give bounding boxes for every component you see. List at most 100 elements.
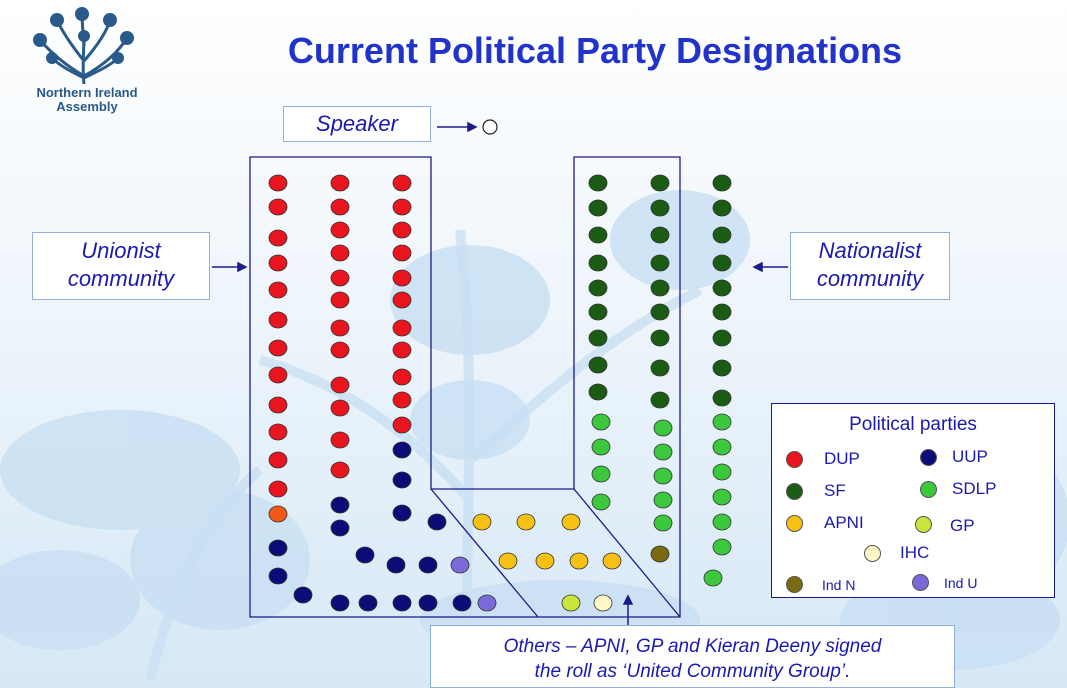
seat-dup xyxy=(330,341,350,359)
seat-sf xyxy=(712,254,732,272)
seat-uup xyxy=(452,594,472,612)
others-label-line1: Others – APNI, GP and Kieran Deeny signe… xyxy=(503,636,882,657)
seats-group xyxy=(268,174,732,612)
legend-sf-swatch xyxy=(786,483,803,500)
seat-dup xyxy=(268,396,288,414)
legend-sdlp-swatch xyxy=(920,481,937,498)
seat-dup xyxy=(330,319,350,337)
seat-sdlp xyxy=(712,513,732,531)
others-arrow-head xyxy=(622,594,634,605)
seat-sf xyxy=(650,391,670,409)
others-label: Others – APNI, GP and Kieran Deeny signe… xyxy=(430,625,955,688)
seat-uup xyxy=(418,556,438,574)
legend-ihc-label: IHC xyxy=(900,543,930,562)
nationalist-community-label: Nationalist community xyxy=(790,232,950,300)
seat-dup xyxy=(268,174,288,192)
legend-box: Political parties DUP UUP SF SDLP APNI G… xyxy=(771,403,1055,598)
seat-ihc xyxy=(593,594,613,612)
seat-sf xyxy=(650,226,670,244)
seat-dup xyxy=(392,341,412,359)
seat-apni xyxy=(498,552,518,570)
seat-sf xyxy=(588,356,608,374)
seat-dup xyxy=(330,291,350,309)
seat-dup xyxy=(330,244,350,262)
seat-sf xyxy=(588,174,608,192)
seat-uup xyxy=(293,586,313,604)
seat-dup xyxy=(268,451,288,469)
seat-sdlp xyxy=(653,467,673,485)
assembly-logo: Northern Ireland Assembly xyxy=(22,6,152,126)
seat-dup xyxy=(330,399,350,417)
seat-uup xyxy=(392,471,412,489)
seat-sdlp xyxy=(712,438,732,456)
seat-dup xyxy=(392,244,412,262)
seat-dup xyxy=(330,198,350,216)
seat-dup xyxy=(330,461,350,479)
seat-dup xyxy=(268,480,288,498)
others-label-line2: the roll as ‘United Community Group’. xyxy=(534,661,851,682)
seat-indu xyxy=(477,594,497,612)
seat-sf xyxy=(588,383,608,401)
seat-sf xyxy=(650,174,670,192)
seat-sdlp xyxy=(591,493,611,511)
seat-dup xyxy=(268,198,288,216)
legend-uup-label: UUP xyxy=(952,447,988,466)
seat-dup xyxy=(392,319,412,337)
unionist-label-line2: community xyxy=(67,266,175,291)
seat-dup xyxy=(268,229,288,247)
unionist-community-label: Unionist community xyxy=(32,232,210,300)
legend-gp-label: GP xyxy=(950,516,975,535)
seat-dup xyxy=(268,366,288,384)
seat-sf xyxy=(588,254,608,272)
seat-uup xyxy=(358,594,378,612)
seat-apni xyxy=(516,513,536,531)
seat-uup xyxy=(268,539,288,557)
seat-uup xyxy=(330,594,350,612)
speaker-arrow-head xyxy=(467,121,478,133)
seat-sf xyxy=(712,174,732,192)
seat-sf xyxy=(588,329,608,347)
seat-sf xyxy=(650,199,670,217)
page-title: Current Political Party Designations xyxy=(287,30,903,71)
seat-dup xyxy=(392,416,412,434)
nationalist-label-line1: Nationalist xyxy=(818,238,922,263)
legend-ihc-swatch xyxy=(864,545,881,562)
seat-dup xyxy=(392,174,412,192)
legend-sdlp-label: SDLP xyxy=(952,479,997,498)
seat-sdlp xyxy=(653,419,673,437)
seat-dup xyxy=(268,505,288,523)
seat-sf xyxy=(650,329,670,347)
seat-apni xyxy=(602,552,622,570)
seat-sdlp xyxy=(712,488,732,506)
seat-sdlp xyxy=(591,438,611,456)
legend-indu-swatch xyxy=(912,574,929,591)
seat-apni xyxy=(561,513,581,531)
seat-dup xyxy=(392,198,412,216)
legend-indn-swatch xyxy=(786,576,803,593)
nationalist-label-line2: community xyxy=(816,266,924,291)
seat-uup xyxy=(418,594,438,612)
seat-dup xyxy=(330,174,350,192)
speaker-label: Speaker xyxy=(283,106,431,142)
seat-gp xyxy=(561,594,581,612)
seat-uup xyxy=(386,556,406,574)
seat-sf xyxy=(588,279,608,297)
seat-sf xyxy=(712,279,732,297)
legend-gp-swatch xyxy=(915,516,932,533)
legend-indu-label: Ind U xyxy=(944,575,978,591)
seat-sf xyxy=(650,254,670,272)
legend-dup-swatch xyxy=(786,451,803,468)
seat-sf xyxy=(588,199,608,217)
legend-apni-swatch xyxy=(786,515,803,532)
seat-indn xyxy=(650,545,670,563)
logo-line2: Assembly xyxy=(56,99,118,114)
seat-sdlp xyxy=(712,413,732,431)
unionist-label-line1: Unionist xyxy=(81,238,161,263)
seat-apni xyxy=(569,552,589,570)
seat-sf xyxy=(712,199,732,217)
seat-dup xyxy=(330,431,350,449)
seat-uup xyxy=(427,513,447,531)
seat-dup xyxy=(392,269,412,287)
seat-sdlp xyxy=(703,569,723,587)
